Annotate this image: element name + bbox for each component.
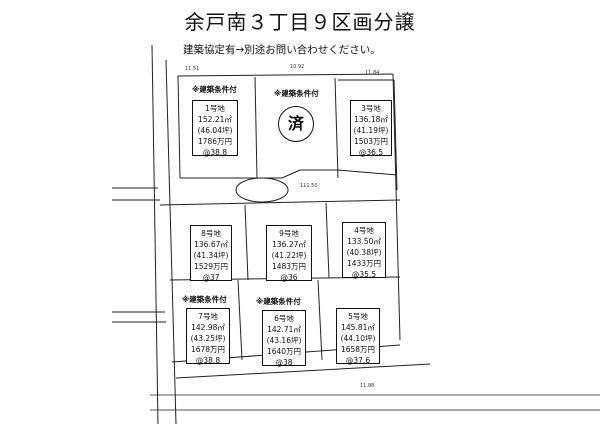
boundary-right-upper (393, 79, 398, 191)
boundary-top-left (177, 73, 394, 77)
condition-label-lot1: ※建築条件付 (192, 85, 237, 94)
dim-label: 111.50 (300, 183, 318, 189)
dim-label: 11.88 (360, 383, 375, 389)
lot7-6-divider (237, 279, 243, 361)
condition-label-lot7: ※建築条件付 (182, 295, 227, 304)
row2-top (159, 199, 401, 206)
page-title: 余戸南３丁目９区画分譲 (184, 10, 416, 34)
road-line-left-inner (165, 59, 177, 424)
culdesac-left (281, 169, 301, 179)
lot1-2-divider (254, 76, 258, 179)
lot8-9-divider (244, 204, 249, 281)
condition-label-lot6: ※建築条件付 (256, 297, 301, 306)
cul-de-sac-oval (235, 177, 289, 203)
condition-label-lot2: ※建築条件付 (274, 89, 319, 98)
dim-label: 10.92 (290, 64, 305, 70)
road-line-left (151, 44, 159, 424)
lot3-bottom (337, 169, 398, 176)
sold-mark: 済 (278, 106, 314, 142)
dim-label: 11.51 (185, 66, 200, 72)
lot9-4-divider (325, 202, 330, 279)
bottom-road (175, 363, 431, 379)
lot6-5-divider (317, 279, 323, 361)
lot1-left (177, 75, 181, 179)
lot2-3-divider (334, 77, 339, 179)
agreement-note: 建築協定有→別途お問い合わせください。 (183, 44, 381, 56)
boundary-right-lower (392, 73, 401, 341)
dim-label: 11.84 (365, 70, 380, 76)
